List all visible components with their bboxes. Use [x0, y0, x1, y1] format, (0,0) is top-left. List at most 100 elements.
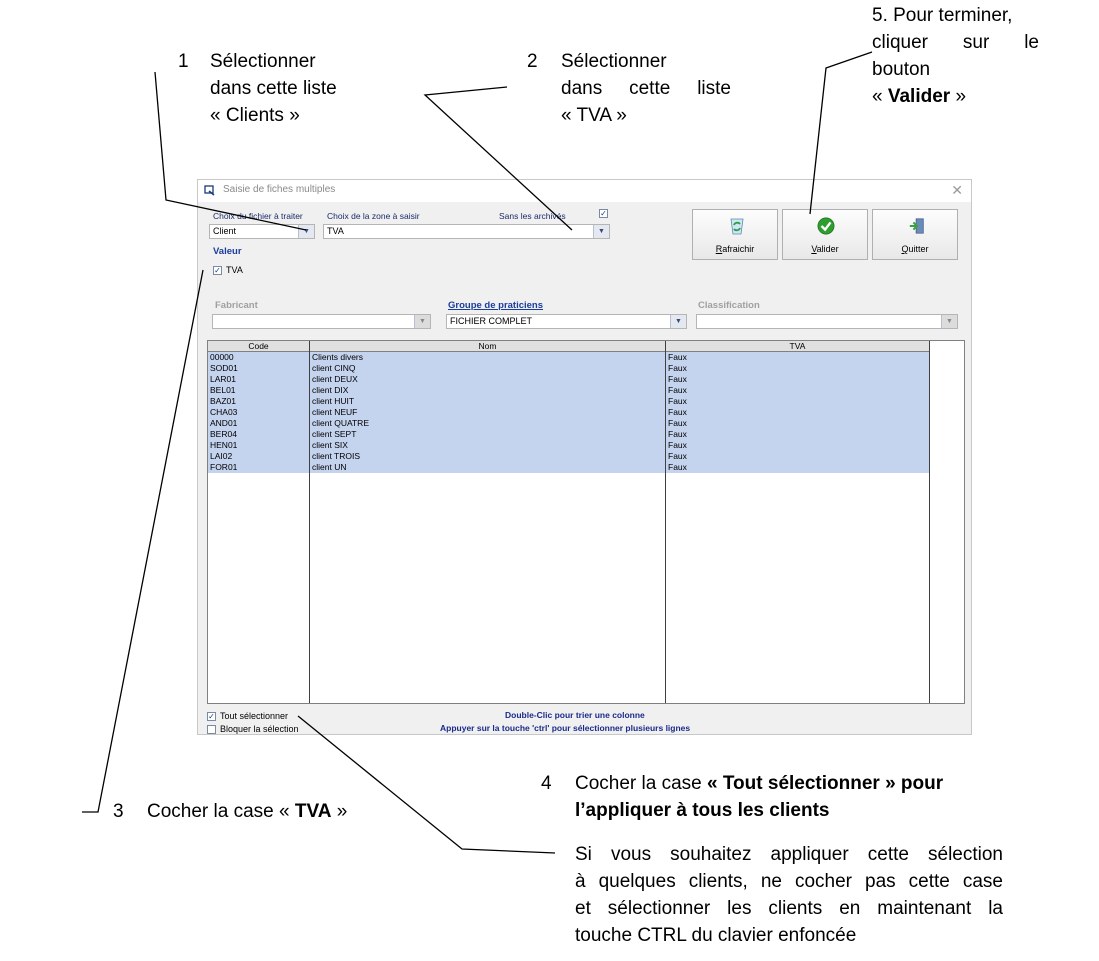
- fabricant-label: Fabricant: [215, 300, 258, 311]
- cell-code: SOD01: [210, 363, 238, 373]
- valider-button[interactable]: Valider: [782, 209, 868, 260]
- step4-line2: l’appliquer à tous les clients: [575, 797, 829, 824]
- cell-tva: Faux: [668, 429, 687, 439]
- table-row[interactable]: FOR01 client UN Faux: [208, 462, 930, 473]
- table-row[interactable]: HEN01 client SIX Faux: [208, 440, 930, 451]
- step4-line1: Cocher la case « Tout sélectionner » pou…: [575, 770, 943, 797]
- step3-post: »: [331, 801, 348, 822]
- table-row[interactable]: BEL01 client DIX Faux: [208, 385, 930, 396]
- cell-tva: Faux: [668, 462, 687, 472]
- tout-selectionner-checkbox[interactable]: ✓: [207, 712, 216, 721]
- cell-tva: Faux: [668, 440, 687, 450]
- step4-line2-bold: l’appliquer à tous les clients: [575, 800, 830, 821]
- step1-line2: dans cette liste: [210, 78, 337, 99]
- valider-accel: V: [811, 244, 817, 254]
- col-divider: [309, 341, 310, 703]
- chevron-down-icon[interactable]: ▼: [941, 315, 957, 328]
- cell-tva: Faux: [668, 451, 687, 461]
- fichier-select[interactable]: Client ▼: [209, 224, 315, 239]
- refresh-icon: [730, 218, 744, 235]
- step2-line2: dans cette liste: [561, 78, 731, 99]
- cell-nom: client QUATRE: [312, 418, 369, 428]
- rafraichir-button[interactable]: Rafraichir: [692, 209, 778, 260]
- cell-tva: Faux: [668, 352, 687, 362]
- quitter-accel: Q: [901, 244, 909, 254]
- table-row[interactable]: AND01 client QUATRE Faux: [208, 418, 930, 429]
- cell-nom: client UN: [312, 462, 347, 472]
- close-icon[interactable]: ✕: [951, 182, 963, 198]
- cell-tva: Faux: [668, 385, 687, 395]
- cell-code: CHA03: [210, 407, 238, 417]
- cell-nom: client SIX: [312, 440, 348, 450]
- groupe-value: FICHIER COMPLET: [450, 316, 533, 326]
- step4-para-line1: Si vous souhaitez appliquer cette sélect…: [575, 844, 1003, 865]
- step4-para-line4: touche CTRL du clavier enfoncée: [575, 925, 857, 946]
- cell-nom: Clients divers: [312, 352, 364, 362]
- rafraichir-accel: R: [715, 244, 723, 254]
- step4-connector: [297, 715, 556, 854]
- step5-line4-pre: «: [872, 86, 888, 107]
- col-header-tva[interactable]: TVA: [666, 341, 930, 352]
- col-divider: [665, 341, 666, 703]
- sans-archives-checkbox[interactable]: ✓: [599, 209, 608, 218]
- valider-rest: alider: [816, 244, 839, 254]
- bloquer-label: Bloquer la sélection: [220, 724, 299, 734]
- fichier-label: Choix du fichier à traiter: [213, 211, 303, 221]
- table-row[interactable]: BER04 client SEPT Faux: [208, 429, 930, 440]
- chevron-down-icon[interactable]: ▼: [670, 315, 686, 328]
- classification-select[interactable]: ▼: [696, 314, 958, 329]
- quitter-label: Quitter: [873, 244, 957, 254]
- quitter-button[interactable]: Quitter: [872, 209, 958, 260]
- step5-line4: « Valider »: [872, 83, 966, 110]
- step5-line3: bouton: [872, 59, 931, 80]
- col-divider: [929, 341, 930, 703]
- step5-line2: cliquer sur le: [872, 32, 1039, 53]
- window-icon: [204, 185, 215, 196]
- cell-tva: Faux: [668, 407, 687, 417]
- app-window: Saisie de fiches multiples ✕ Choix du fi…: [197, 179, 972, 735]
- col-header-nom[interactable]: Nom: [310, 341, 666, 352]
- step3-number: 3: [113, 801, 124, 822]
- step3-bold: TVA: [294, 801, 332, 822]
- rafraichir-label: Rafraichir: [693, 244, 777, 254]
- fabricant-select[interactable]: ▼: [212, 314, 431, 329]
- cell-code: BER04: [210, 429, 237, 439]
- step4-number: 4: [541, 773, 552, 794]
- col-header-code[interactable]: Code: [208, 341, 310, 352]
- groupe-label: Groupe de praticiens: [448, 300, 544, 311]
- table-row[interactable]: CHA03 client NEUF Faux: [208, 407, 930, 418]
- cell-tva: Faux: [668, 418, 687, 428]
- chevron-down-icon[interactable]: ▼: [298, 225, 314, 238]
- cell-code: BEL01: [210, 385, 236, 395]
- step4-line1-bold: « Tout sélectionner » pour: [707, 773, 944, 794]
- zone-select[interactable]: TVA ▼: [323, 224, 610, 239]
- cell-tva: Faux: [668, 363, 687, 373]
- cell-code: HEN01: [210, 440, 238, 450]
- step5-line1: 5. Pour terminer,: [872, 5, 1013, 26]
- cell-nom: client NEUF: [312, 407, 358, 417]
- groupe-select[interactable]: FICHIER COMPLET ▼: [446, 314, 687, 329]
- zone-label: Choix de la zone à saisir: [327, 211, 420, 221]
- step3-pre: Cocher la case «: [147, 801, 295, 822]
- step5-line4-post: »: [950, 86, 967, 107]
- bloquer-checkbox[interactable]: [207, 725, 216, 734]
- chevron-down-icon[interactable]: ▼: [593, 225, 609, 238]
- window-title: Saisie de fiches multiples: [223, 184, 336, 195]
- fichier-value: Client: [213, 226, 237, 236]
- cell-code: AND01: [210, 418, 238, 428]
- chevron-down-icon[interactable]: ▼: [414, 315, 430, 328]
- cell-code: FOR01: [210, 462, 238, 472]
- step4-line1-pre: Cocher la case: [575, 773, 708, 794]
- tva-checkbox[interactable]: ✓: [213, 266, 222, 275]
- valider-label: Valider: [783, 244, 867, 254]
- cell-nom: client DIX: [312, 385, 349, 395]
- step3-connector: [82, 269, 204, 813]
- cell-nom: client SEPT: [312, 429, 357, 439]
